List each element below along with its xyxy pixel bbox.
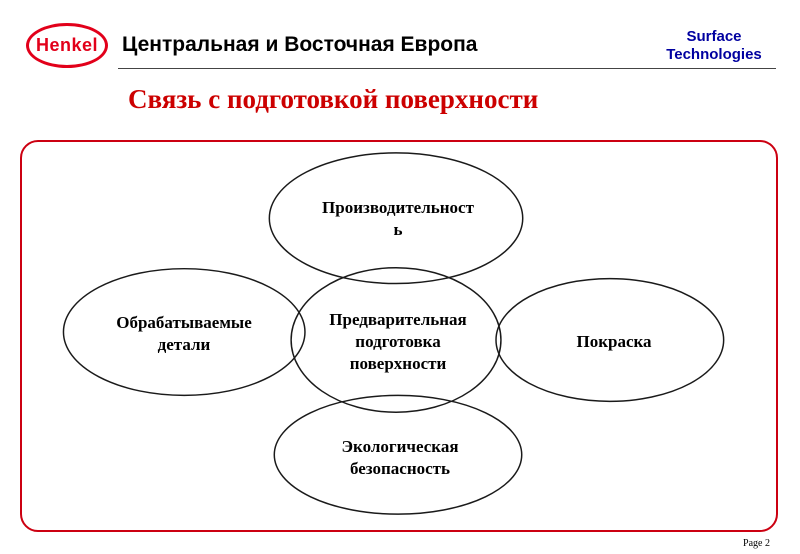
diagram-label-workpieces: Обрабатываемые детали — [116, 312, 252, 354]
henkel-logo: Henkel — [26, 23, 108, 68]
header-divider — [118, 68, 776, 69]
ellipse-diagram — [62, 152, 725, 515]
surface-preparation-ellipse — [290, 266, 502, 413]
diagram-label-productivity: Производительность — [322, 197, 474, 239]
productivity-ellipse — [268, 152, 524, 285]
diagram-label-ecology: Экологическая безопасность — [341, 436, 459, 478]
brand-surface-technologies: Surface Technologies — [654, 28, 774, 64]
slide-title: Связь с подготовкой поверхности — [128, 84, 539, 114]
painting-ellipse — [495, 277, 725, 403]
henkel-logo-text: Henkel — [35, 35, 99, 55]
brand-line-technologies: Technologies — [666, 46, 762, 63]
diagram-label-surface-preparation: Предварительная подготовка поверхности — [329, 309, 467, 374]
page-number: Page 2 — [743, 538, 770, 549]
diagram-frame: Производительность Обрабатываемые детали… — [20, 140, 778, 532]
brand-line-surface: Surface — [686, 28, 742, 45]
ecology-ellipse — [273, 394, 523, 515]
workpieces-ellipse — [62, 267, 306, 397]
diagram-label-painting: Покраска — [576, 331, 652, 351]
header-title: Центральная и Восточная Европа — [122, 33, 478, 56]
